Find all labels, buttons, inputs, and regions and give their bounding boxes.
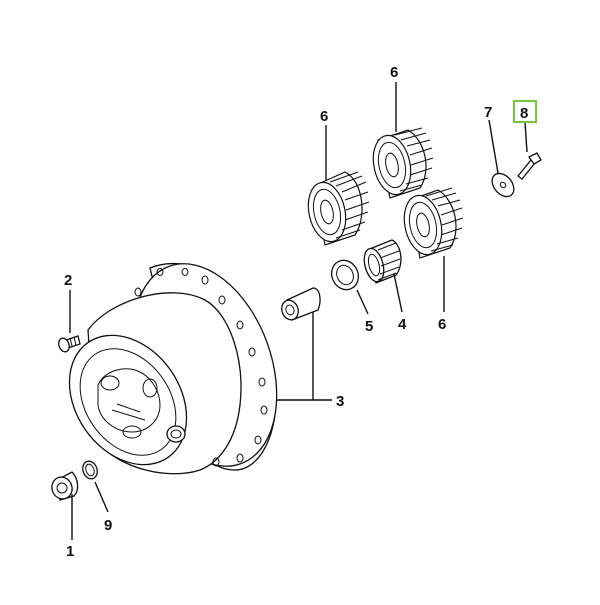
leader-lines xyxy=(69,82,528,540)
needle-bearing xyxy=(363,239,402,284)
thrust-washer xyxy=(330,259,360,291)
retaining-disc xyxy=(491,172,515,198)
callout-6-left: 6 xyxy=(320,108,328,125)
callout-9: 9 xyxy=(104,517,112,534)
callout-8: 8 xyxy=(520,105,528,122)
callout-6-top: 6 xyxy=(390,64,398,81)
planetary-housing xyxy=(68,262,278,475)
o-ring xyxy=(82,460,98,480)
screw xyxy=(58,335,81,353)
planet-gear-top xyxy=(372,127,434,199)
planet-gear-left xyxy=(307,171,370,246)
callout-labels: 1 2 3 4 5 6 6 6 7 8 9 xyxy=(64,64,538,560)
planet-pin xyxy=(281,287,321,321)
callout-7: 7 xyxy=(484,104,492,121)
retaining-bolt xyxy=(517,152,542,180)
callout-2: 2 xyxy=(64,272,72,289)
callout-8-highlight xyxy=(512,99,538,124)
callout-5: 5 xyxy=(365,318,373,335)
callout-6-right: 6 xyxy=(438,316,446,333)
callout-1: 1 xyxy=(66,543,74,560)
planet-gear-right xyxy=(403,187,464,259)
drain-plug xyxy=(51,471,79,501)
callout-3: 3 xyxy=(336,393,344,410)
callout-4: 4 xyxy=(398,316,407,333)
